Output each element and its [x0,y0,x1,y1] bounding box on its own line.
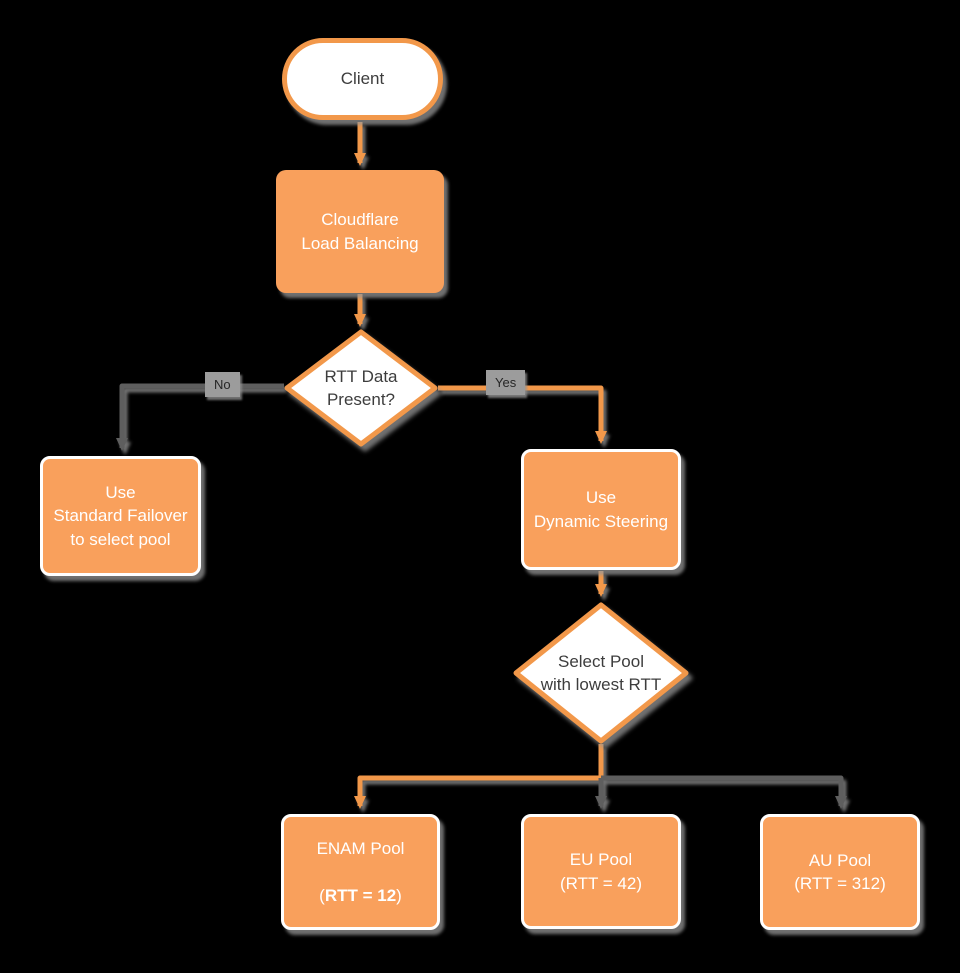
edge-select-pool-to-enam [354,744,604,809]
edge-no-to-standard-failover [116,383,284,451]
rtt-decision-diamond: RTT Data Present? [283,328,439,448]
standard-failover-node: Use Standard Failover to select pool [40,456,201,576]
edge-label-no: No [205,372,240,397]
enam-pool-name: ENAM Pool [316,838,405,858]
enam-rtt-value: RTT = 12 [324,885,397,905]
rtt-decision-label: RTT Data Present? [324,366,398,409]
enam-pool-label: ENAM Pool (RTT = 12) [317,813,405,930]
eu-pool-label: EU Pool (RTT = 42) [559,850,643,893]
au-pool-label: AU Pool (RTT = 312) [794,850,886,893]
edge-select-pool-to-au [601,775,847,809]
select-pool-diamond: Select Pool with lowest RTT [512,601,690,745]
diamond-shape [284,329,438,447]
client-node: Client [282,38,443,120]
paren-open: ( [319,885,325,905]
select-pool-label: Select Pool with lowest RTT [540,651,662,694]
client-label: Client [340,69,385,89]
dynamic-steering-node: Use Dynamic Steering [521,449,681,570]
au-pool-node: AU Pool (RTT = 312) [760,814,920,930]
load-balancing-label: Cloudflare Load Balancing [301,210,419,253]
enam-pool-rtt: (RTT = 12) [317,884,405,907]
edge-yes-to-dynamic-steering [438,385,607,444]
edge-label-yes: Yes [486,370,526,395]
standard-failover-label: Use Standard Failover to select pool [53,482,188,549]
enam-pool-node: ENAM Pool (RTT = 12) [281,814,440,930]
eu-pool-node: EU Pool (RTT = 42) [521,814,681,929]
load-balancing-node: Cloudflare Load Balancing [276,170,444,293]
dynamic-steering-label: Use Dynamic Steering [533,488,669,531]
diamond-shape [513,602,689,744]
paren-close: ) [396,885,402,905]
